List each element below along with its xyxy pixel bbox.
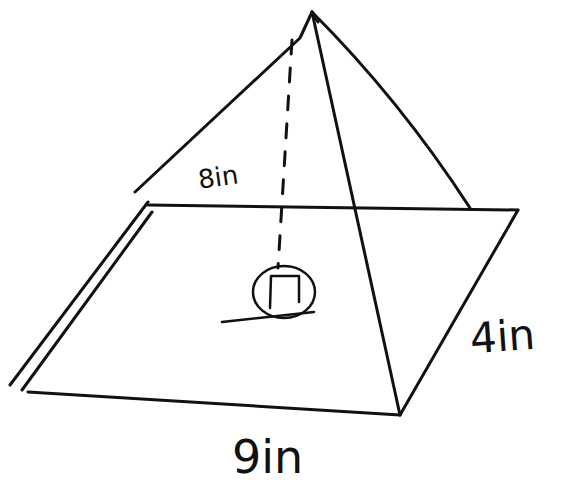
lateral-edge bbox=[312, 12, 318, 22]
lateral-edge bbox=[312, 12, 470, 208]
height-line bbox=[278, 40, 292, 268]
base-right-edge bbox=[400, 210, 518, 415]
lateral-edge bbox=[312, 12, 400, 415]
right-angle-circle bbox=[253, 266, 315, 318]
dimension-label: 4in bbox=[469, 314, 537, 360]
base-back-edge bbox=[148, 205, 518, 210]
base-left-edge bbox=[10, 202, 148, 385]
base-left-edge bbox=[22, 212, 152, 390]
dimension-label: 9in bbox=[232, 434, 303, 480]
dimension-label: 8in bbox=[196, 161, 239, 192]
base-front-edge bbox=[28, 392, 400, 415]
right-angle-mark bbox=[270, 276, 299, 308]
base-line bbox=[222, 312, 314, 322]
